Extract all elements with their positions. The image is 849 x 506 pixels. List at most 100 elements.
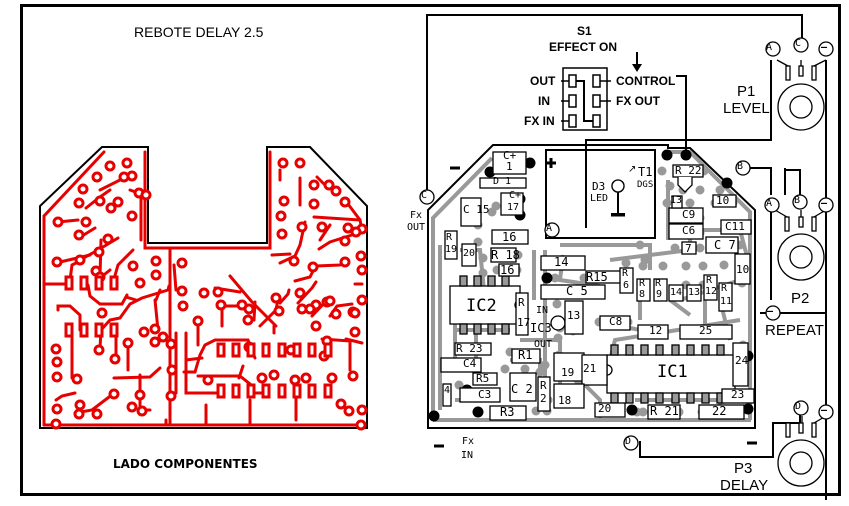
copper-pad (136, 405, 148, 417)
copper-pad (242, 314, 254, 326)
gray-pad (657, 166, 667, 176)
mounting-hole (428, 410, 440, 422)
r19-box (444, 230, 458, 260)
p1-function: LEVEL (723, 100, 770, 117)
gray-pad (681, 261, 691, 271)
copper-pad (77, 183, 89, 195)
gray-pad (552, 299, 562, 309)
copper-pad (350, 226, 362, 238)
c7big-box (705, 236, 739, 254)
led-type: LED (590, 193, 609, 204)
copper-trace (42, 150, 106, 427)
component-outlines (440, 151, 755, 421)
gray-pad (662, 198, 672, 208)
copper-pad (134, 277, 146, 289)
switch-s1 (561, 67, 611, 131)
c14b-label: 14 (670, 287, 683, 298)
c11-label: C11 (725, 220, 745, 233)
copper-pad (166, 364, 178, 376)
c13-box (564, 300, 584, 335)
c14-box (540, 255, 586, 271)
copper-pad (192, 315, 204, 327)
copper-pad (256, 372, 268, 384)
copper-pad (73, 197, 85, 209)
gray-pad (454, 380, 464, 390)
copper-pad (108, 388, 120, 400)
copper-pad (326, 372, 338, 384)
gray-trace (668, 298, 692, 317)
ic-pin-pad (94, 322, 104, 338)
copper-pad (356, 264, 368, 276)
r11-label: R (721, 283, 728, 294)
c10v-box (734, 253, 751, 285)
copper-pad (330, 308, 342, 320)
copper-pad (157, 331, 169, 343)
c4-box (440, 357, 482, 373)
c7-label: 7 (685, 242, 692, 255)
ic2-pin (501, 323, 510, 335)
c21-label: 21 (583, 362, 597, 375)
transistor-ref: T1 (638, 165, 653, 179)
r17-value: 17 (517, 316, 531, 329)
copper-pad (80, 216, 92, 228)
ic-pin-pad (323, 342, 333, 358)
r19-value: 19 (445, 244, 458, 255)
copper-pad (288, 255, 300, 267)
p3-pin-d: D (795, 401, 802, 412)
ic-pin-pad (109, 322, 119, 338)
c19-label: 19 (561, 366, 575, 379)
c1-value: 1 (506, 160, 513, 173)
copper-pad (165, 338, 177, 350)
gray-pad (719, 260, 729, 270)
copper-pad (278, 195, 290, 207)
copper-trace (318, 223, 332, 242)
copper-pad (126, 401, 138, 413)
ic3-label: IC3 (530, 321, 552, 335)
copper-pad (215, 299, 227, 311)
r12-box (703, 274, 718, 301)
copper-pad (73, 408, 85, 420)
r2-box (537, 376, 551, 412)
c10top-label: 10 (716, 194, 730, 207)
gray-pad (535, 367, 545, 377)
pin-b-board: B (737, 161, 744, 172)
c1-label: C+ (503, 149, 517, 162)
c9-box (668, 207, 704, 224)
c4v-box (442, 383, 452, 407)
r17-label: R (518, 296, 525, 309)
c22-label: 22 (712, 404, 727, 418)
ic-pin-pad (79, 275, 89, 291)
switch-pin-in: IN (538, 94, 550, 108)
gray-pad (478, 253, 488, 263)
p2-pin-minus: – (821, 198, 828, 209)
copper-pad (243, 303, 255, 315)
copper-pad (212, 286, 224, 298)
ic-pin-pad (216, 342, 226, 358)
copper-pad (50, 343, 62, 355)
c18-label: 18 (558, 394, 572, 407)
c14-label: 14 (554, 255, 569, 269)
copper-pad (343, 405, 355, 417)
copper-pad (276, 228, 288, 240)
gray-pad (695, 243, 705, 253)
c20-label: 20 (463, 248, 476, 259)
r15-label: R15 (586, 270, 608, 284)
copper-trace (86, 283, 129, 306)
ic3-in-label: IN (536, 305, 549, 316)
ic2-pin (501, 275, 510, 287)
mounting-hole (524, 157, 536, 169)
copper-pad (300, 372, 312, 384)
c11-box (720, 219, 752, 235)
copper-pad (134, 389, 146, 401)
ic-pin-pad (323, 383, 333, 399)
c25-box (679, 324, 733, 340)
copper-pad (177, 300, 189, 312)
page-title: REBOTE DELAY 2.5 (134, 24, 264, 40)
copper-pad (104, 160, 116, 172)
ic-pin-pad (246, 383, 256, 399)
external-wiring (426, 14, 827, 500)
c10top-box (712, 194, 737, 208)
ic-pin-pad (292, 383, 302, 399)
copper-pad (316, 221, 328, 233)
ic2-label: IC2 (466, 296, 497, 316)
